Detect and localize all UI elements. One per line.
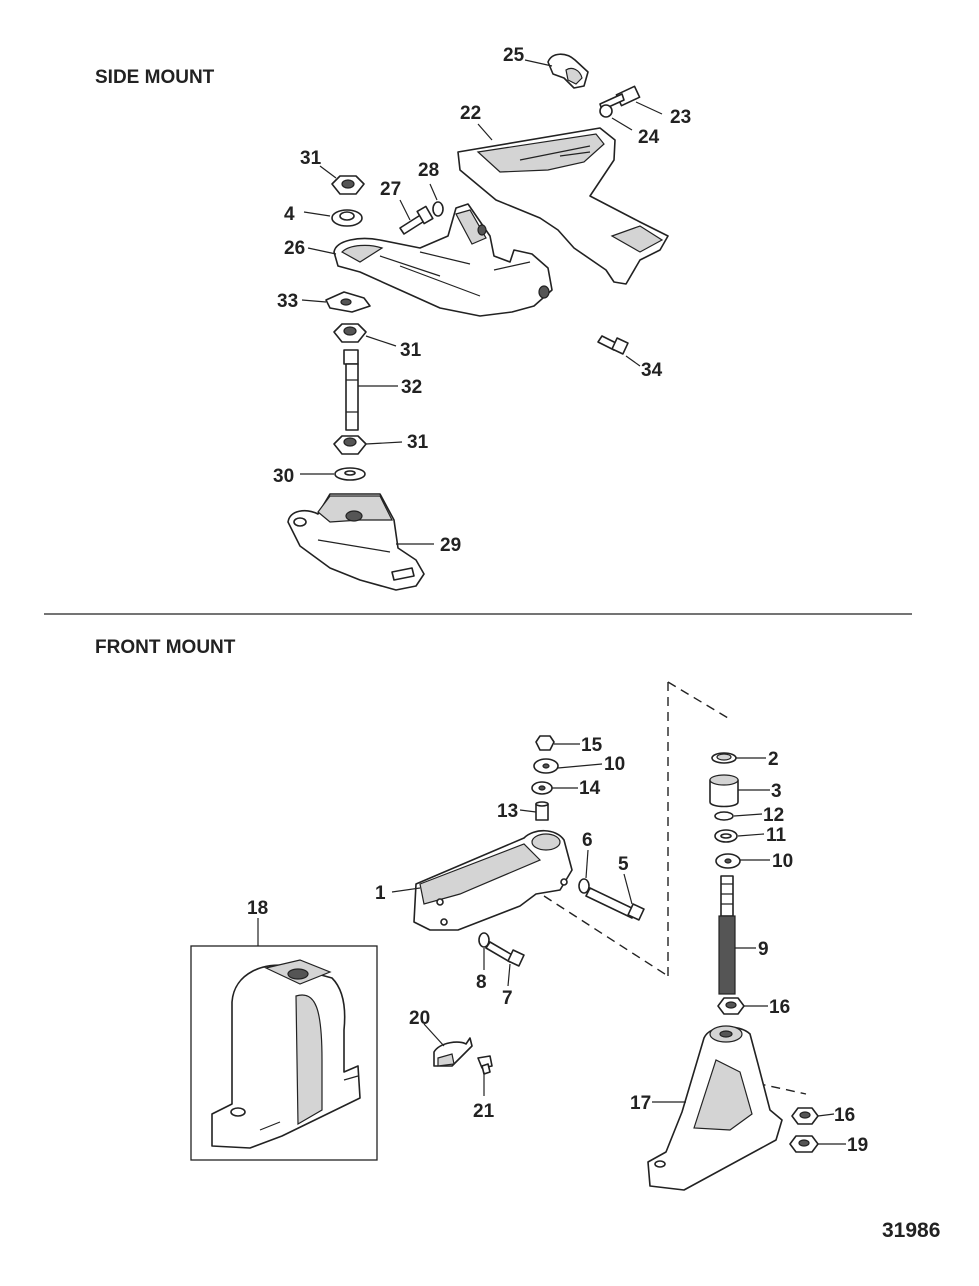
callout-21: 21	[473, 1101, 495, 1122]
callout-16-a: 16	[769, 997, 790, 1018]
front-mount-title: FRONT MOUNT	[95, 637, 236, 658]
part-18-inset	[190, 945, 378, 1161]
part-17-bracket	[647, 1025, 783, 1191]
part-4-lock-washer	[331, 209, 363, 227]
part-1-arm	[413, 829, 573, 931]
side-callouts: 25 22 23 24 31 28 27 4 26 33 31 32 31 30…	[273, 45, 691, 556]
part-8-washer	[478, 932, 490, 948]
callout-34: 34	[641, 360, 663, 381]
callout-30: 30	[273, 466, 294, 487]
part-10-washer-b	[715, 853, 741, 869]
callout-17: 17	[630, 1093, 651, 1114]
part-22-bracket	[457, 127, 669, 285]
callout-9: 9	[758, 939, 769, 960]
alignment-dashes	[543, 681, 807, 1095]
callout-16-b: 16	[834, 1105, 855, 1126]
callout-3: 3	[771, 781, 782, 802]
figure-number: 31986	[882, 1219, 940, 1242]
part-5-bolt	[585, 887, 645, 921]
part-16-nut-a	[717, 997, 745, 1015]
part-29-mount	[287, 493, 425, 591]
callout-24: 24	[638, 127, 660, 148]
callout-31-b: 31	[400, 340, 422, 361]
part-11-washer	[714, 829, 738, 843]
part-21-screw	[477, 1055, 493, 1075]
part-3-bushing	[709, 774, 739, 808]
part-34-bolt	[597, 335, 629, 355]
part-2-cap-washer	[711, 752, 737, 764]
part-24-washer	[599, 104, 613, 118]
part-31-nut-low	[333, 435, 367, 455]
part-13-sleeve	[535, 801, 549, 821]
part-9-stud	[718, 875, 736, 995]
part-32-stud	[343, 349, 359, 431]
callout-32: 32	[401, 377, 422, 398]
callout-18: 18	[247, 898, 268, 919]
front-callouts: 15 10 14 13 6 5 1 18 8 7 20 21 2 3 12 11…	[247, 735, 868, 1156]
callout-14: 14	[579, 778, 601, 799]
callout-28: 28	[418, 160, 439, 181]
part-26-bracket	[333, 203, 553, 317]
callout-22: 22	[460, 103, 481, 124]
callout-6: 6	[582, 830, 593, 851]
callout-29: 29	[440, 535, 461, 556]
front-leaders	[257, 743, 846, 1145]
part-16-nut-b	[791, 1107, 819, 1125]
part-10-washer-a	[533, 758, 559, 774]
side-mount-title: SIDE MOUNT	[95, 67, 215, 88]
callout-33: 33	[277, 291, 298, 312]
part-7-bolt	[485, 941, 525, 967]
part-28-washer	[432, 201, 444, 217]
side-leaders	[300, 59, 663, 545]
callout-7: 7	[502, 988, 513, 1009]
callout-19: 19	[847, 1135, 868, 1156]
callout-25: 25	[503, 45, 525, 66]
callout-10-a: 10	[604, 754, 625, 775]
callout-27: 27	[380, 179, 401, 200]
callout-23: 23	[670, 107, 691, 128]
callout-13: 13	[497, 801, 518, 822]
callout-31-a: 31	[300, 148, 322, 169]
part-30-washer	[334, 467, 366, 481]
part-27-bolt	[399, 205, 434, 235]
part-6-washer	[578, 878, 590, 894]
part-15-nut	[535, 735, 555, 751]
callout-4: 4	[284, 204, 295, 225]
callout-15: 15	[581, 735, 603, 756]
part-31-nut-top	[331, 175, 365, 195]
callout-12: 12	[763, 805, 784, 826]
callout-5: 5	[618, 854, 629, 875]
part-20-clamp	[433, 1037, 473, 1067]
part-19-nut	[789, 1135, 819, 1153]
callout-1: 1	[375, 883, 386, 904]
part-12-washer	[714, 811, 734, 821]
callout-31-c: 31	[407, 432, 429, 453]
callout-11: 11	[766, 825, 787, 846]
callout-20: 20	[409, 1008, 430, 1029]
part-14-washer	[531, 781, 553, 795]
callout-2: 2	[768, 749, 779, 770]
part-31-nut-mid	[333, 323, 367, 343]
callout-26: 26	[284, 238, 305, 259]
part-33-tab-washer	[325, 291, 371, 313]
callout-10-b: 10	[772, 851, 793, 872]
callout-8: 8	[476, 972, 487, 993]
part-25-clamp	[547, 53, 589, 89]
